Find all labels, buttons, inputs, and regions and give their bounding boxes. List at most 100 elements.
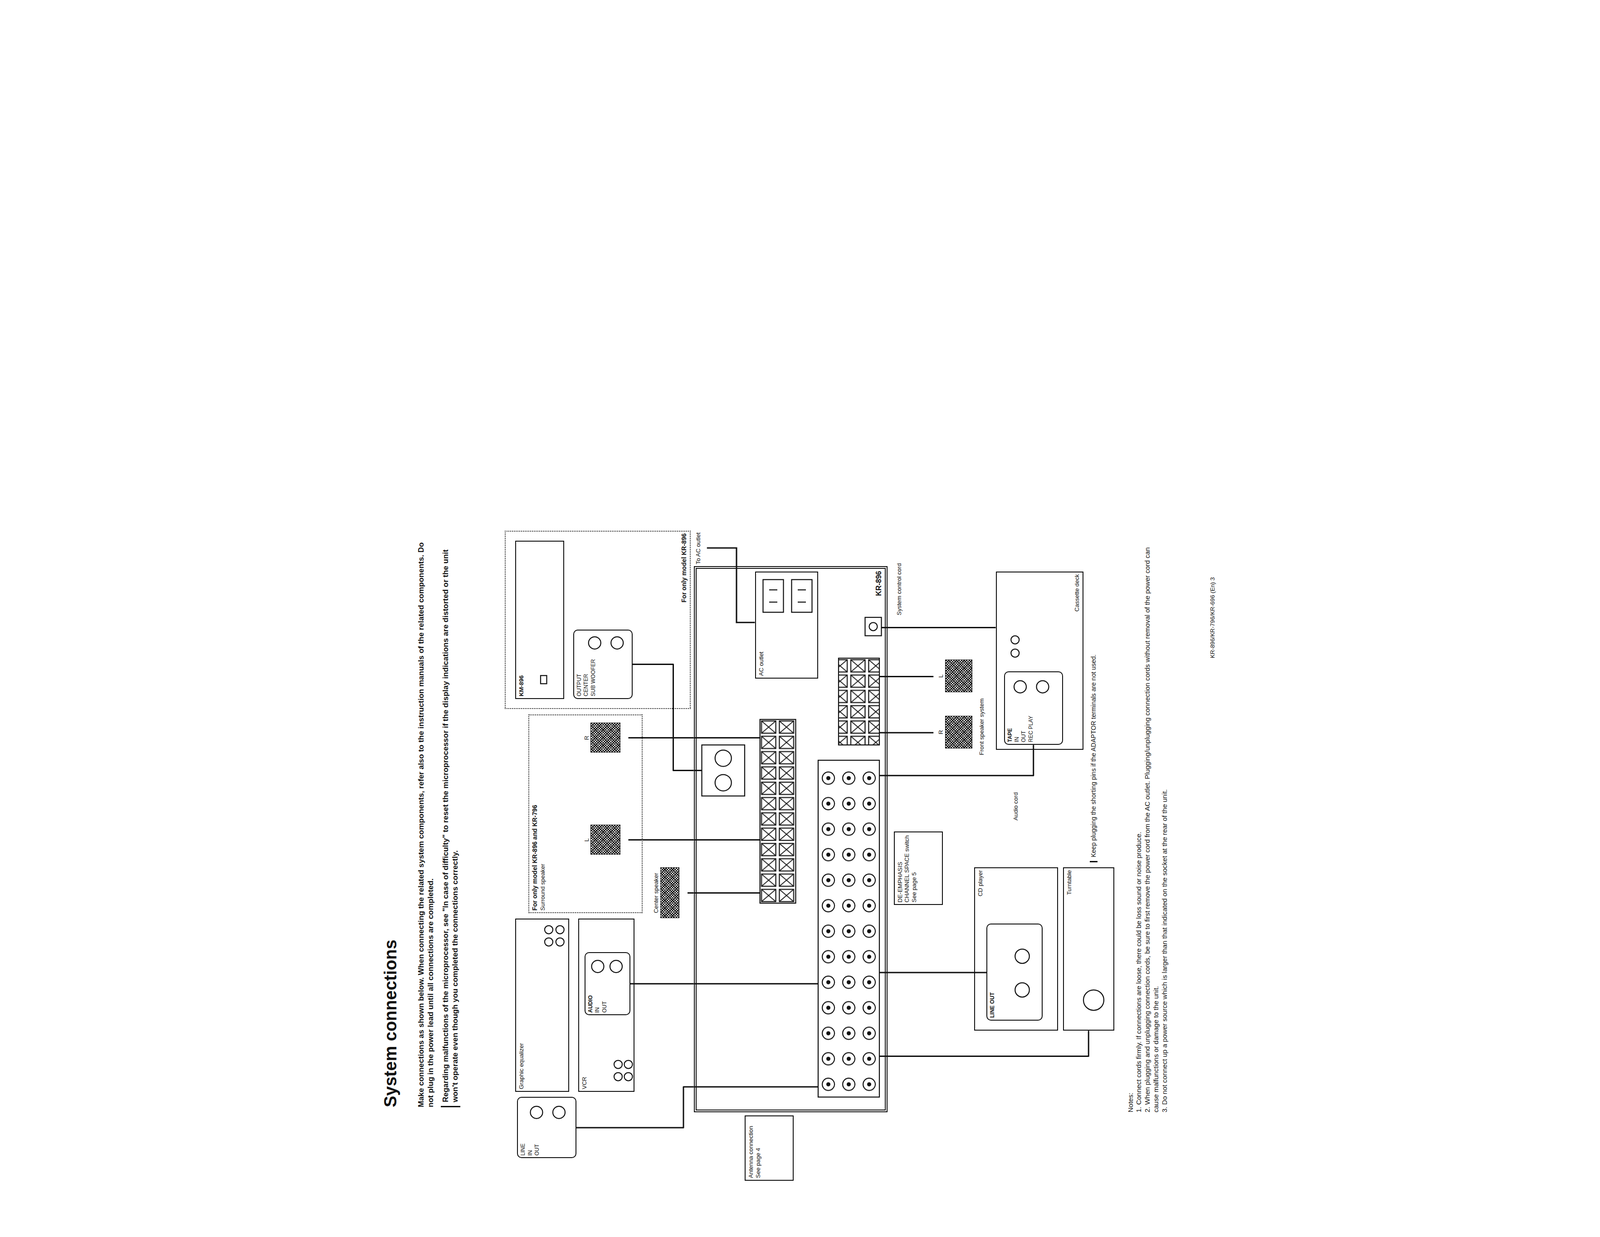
- jack: [610, 636, 624, 649]
- jack-panel: LINEINOUT: [517, 1097, 577, 1159]
- node-label: Center speaker: [652, 872, 660, 913]
- jack: [869, 622, 878, 631]
- node-label: Cassette deck: [1073, 574, 1081, 612]
- cable: [887, 1030, 1089, 1056]
- note-box: DE-EMPHASIS CHANNEL SPACE switch See pag…: [893, 831, 943, 906]
- cable: [630, 982, 694, 985]
- cord-label: Audio cord: [1012, 779, 1020, 821]
- jack-panel: LINE OUT: [986, 923, 1043, 1021]
- speaker-grille: [590, 824, 621, 855]
- connector-layer: [377, 520, 1225, 1210]
- jack: [530, 1106, 543, 1119]
- cd-box: CD playerLINE OUT: [974, 867, 1059, 1031]
- cord-label: To AC outlet: [694, 523, 703, 565]
- cassette-box: Cassette deckTAPEINOUTREC PLAY: [995, 571, 1084, 751]
- system-jack: [865, 617, 882, 636]
- jack-panel: OUTPUTCENTERSUB WOOFER: [573, 629, 633, 699]
- node-label: OUTPUT: [575, 673, 583, 697]
- node-label: KR-896: [874, 570, 883, 596]
- node-label: IN: [594, 1007, 601, 1013]
- speaker-terminals: [838, 658, 880, 745]
- jack: [552, 1106, 566, 1119]
- cable: [887, 675, 934, 678]
- node-label: Turntable: [1065, 869, 1074, 895]
- node-label: Antenna connection See page 4: [747, 1117, 762, 1178]
- jack: [715, 774, 732, 791]
- receiver-box: KR-896 AC outlet: [693, 566, 888, 1113]
- node-label: OUT: [533, 1143, 541, 1156]
- knob: [556, 937, 565, 947]
- pre-out-jacks: [702, 744, 746, 796]
- equalizer-box: Graphic equalizer: [515, 918, 570, 1093]
- speaker: R: [933, 709, 977, 756]
- jack: [1036, 680, 1049, 693]
- note-box: Antenna connection See page 4: [744, 1115, 794, 1181]
- outlet-socket: [791, 579, 813, 613]
- knob: [624, 1060, 633, 1069]
- outlet-socket: [763, 579, 784, 613]
- cable: [887, 731, 934, 734]
- vcr-box: VCRAUDIOINOUT: [578, 918, 635, 1093]
- node-label: For only model KR-896: [680, 533, 688, 603]
- jack: [1014, 680, 1027, 693]
- cable: [887, 971, 987, 974]
- wire: [693, 627, 888, 1088]
- warning-text: Regarding malfunctions of the microproce…: [440, 530, 461, 1108]
- node-label: DE-EMPHASIS CHANNEL SPACE switch See pag…: [896, 834, 918, 903]
- knob: [614, 1060, 623, 1069]
- outlet-slot: [769, 589, 806, 602]
- cable: [887, 626, 996, 629]
- side-note: Keep plugging the shorting pins if the A…: [1089, 627, 1098, 863]
- knob: [624, 1072, 633, 1081]
- power-cord: [707, 547, 756, 623]
- note-text: 3. Do not connect up a power source whic…: [1160, 535, 1170, 1113]
- knob: [1010, 648, 1020, 658]
- node-label: AUDIO: [587, 995, 594, 1013]
- node-label: LINE: [519, 1143, 527, 1156]
- speaker-grille: [590, 722, 621, 753]
- jack: [1014, 948, 1030, 964]
- notes-heading: Notes:: [1126, 535, 1136, 1113]
- cable: [576, 1086, 694, 1128]
- jack: [609, 960, 623, 973]
- node-label: Graphic equalizer: [517, 1042, 526, 1089]
- speaker: Center speaker: [644, 860, 688, 926]
- intro-block: Make connections as shown below. When co…: [416, 530, 461, 1108]
- cord-label: System control cord: [895, 541, 903, 616]
- node-label: For only model KR-896 and KR-796: [531, 804, 539, 911]
- jack: [715, 750, 732, 767]
- knob: [544, 937, 553, 947]
- node-layer: Graphic equalizerLINEINOUTVCRAUDIOINOUTA…: [377, 520, 1225, 1210]
- cable: [687, 892, 694, 894]
- jack-panel-symbol: [818, 760, 880, 1098]
- jack-panel: TAPEINOUTREC PLAY: [1004, 671, 1064, 745]
- unit-box: KM-896: [515, 540, 565, 699]
- page-title: System connections: [381, 939, 401, 1108]
- node-label: CD player: [976, 869, 985, 897]
- node-label: L: [583, 838, 591, 842]
- knob: [544, 925, 553, 934]
- node-label: IN: [526, 1150, 534, 1156]
- illustration: [377, 520, 1225, 1210]
- node-label: LINE OUT: [989, 992, 996, 1018]
- knob: [614, 1072, 623, 1081]
- speaker-grille: [945, 715, 973, 749]
- note-text: 1. Connect cords firmly. If connections …: [1134, 535, 1144, 1113]
- node-label: CENTER: [582, 673, 590, 697]
- turntable-box: Turntable: [1063, 867, 1115, 1031]
- jack: [591, 960, 605, 973]
- part-label: Front speaker system: [978, 653, 986, 756]
- notes-block: Notes:1. Connect cords firmly. If connec…: [1126, 535, 1170, 1113]
- speaker: R: [575, 717, 629, 759]
- speaker-terminals: [760, 719, 796, 903]
- knob: [556, 925, 565, 934]
- node-label: TAPE: [1006, 727, 1014, 742]
- cable: [628, 839, 694, 841]
- node-label: AC outlet: [757, 651, 766, 676]
- node-label: REC PLAY: [1027, 715, 1035, 742]
- model-region: For only model KR-896 KM-896OUTPUTCENTERS…: [504, 530, 691, 710]
- node-label: R: [937, 729, 945, 734]
- speaker: L: [933, 653, 977, 699]
- page-footer: KR-896/KR-796/KR-696 (En) 3: [1209, 527, 1217, 659]
- node-label: OUT: [1020, 730, 1027, 742]
